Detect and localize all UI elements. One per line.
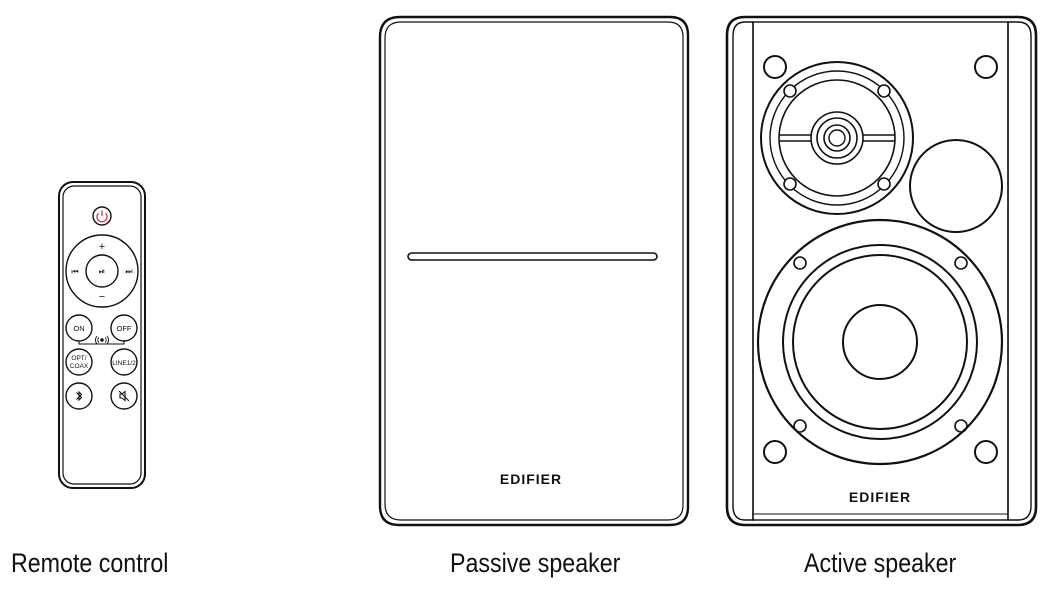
power-icon <box>96 210 108 223</box>
bass-port <box>909 139 1003 233</box>
wireless-icon <box>95 335 109 345</box>
bluetooth-icon <box>76 390 83 402</box>
bluetooth-button[interactable] <box>65 382 93 410</box>
on-off-bracket <box>78 341 125 345</box>
on-button[interactable]: ON <box>65 314 93 342</box>
active-brand-logo: EDIFIER <box>849 489 911 505</box>
off-button-label: OFF <box>117 324 132 333</box>
power-button[interactable] <box>92 206 112 226</box>
play-pause-button[interactable] <box>85 254 119 288</box>
active-speaker-caption: Active speaker <box>804 548 957 578</box>
woofer <box>756 218 1004 466</box>
optical-label-line2: COAX <box>70 363 89 370</box>
active-left-side-panel <box>732 21 754 521</box>
remote-control: + − ⏮ ⏭ ⏯ ON OFF OPT/ COAX <box>58 181 146 489</box>
active-corner-hole <box>974 55 998 79</box>
passive-cabinet-outer <box>378 15 690 527</box>
line-input-label: LINE1/2 <box>112 360 136 367</box>
off-button[interactable]: OFF <box>110 314 138 342</box>
play-pause-icon: ⏯ <box>99 267 105 276</box>
line-input-button[interactable]: LINE1/2 <box>110 348 138 376</box>
tweeter <box>760 61 914 215</box>
active-front-baffle <box>752 21 1009 521</box>
passive-brand-logo: EDIFIER <box>500 471 562 487</box>
active-speaker: EDIFIER <box>725 15 1038 527</box>
next-track-icon[interactable]: ⏭ <box>125 267 132 276</box>
passive-front-slot <box>407 252 658 261</box>
on-button-label: ON <box>73 324 84 333</box>
passive-speaker: EDIFIER <box>378 15 690 527</box>
mute-button[interactable] <box>110 382 138 410</box>
passive-cabinet-inner <box>384 21 684 521</box>
navigation-ring[interactable] <box>65 234 139 308</box>
active-corner-hole <box>763 440 787 464</box>
remote-body-inner <box>62 185 142 485</box>
remote-body-outer <box>58 181 146 489</box>
optical-coax-button[interactable]: OPT/ COAX <box>65 348 93 376</box>
active-corner-hole <box>974 440 998 464</box>
active-right-side-panel <box>1007 21 1032 521</box>
previous-track-icon[interactable]: ⏮ <box>71 267 78 276</box>
remote-control-caption: Remote control <box>11 548 169 578</box>
passive-speaker-caption: Passive speaker <box>450 548 621 578</box>
mute-icon <box>118 390 130 402</box>
active-cabinet-outer <box>725 15 1038 527</box>
volume-up-symbol[interactable]: + <box>99 241 105 253</box>
optical-label-line1: OPT/ <box>71 355 86 362</box>
volume-down-symbol[interactable]: − <box>99 291 105 303</box>
active-corner-hole <box>763 55 787 79</box>
